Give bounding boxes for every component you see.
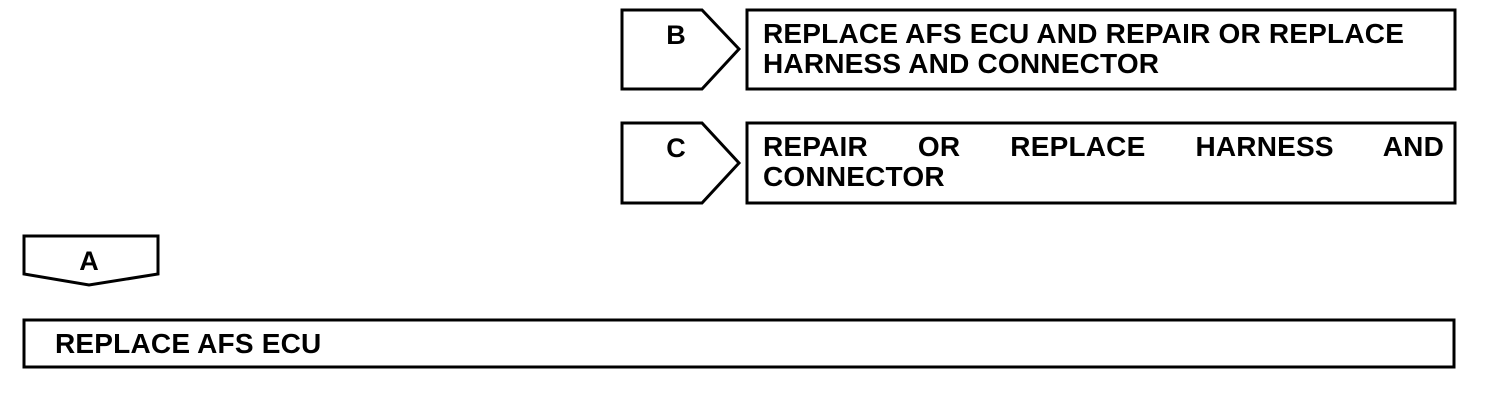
branch-b-arrow (620, 8, 742, 91)
branch-a-arrow (22, 234, 160, 287)
branch-a-result-box (22, 318, 1456, 369)
branch-b-result-box (745, 8, 1457, 91)
branch-c-arrow (620, 121, 742, 205)
branch-b-label: B (666, 20, 686, 50)
branch-c-result-text: REPAIR OR REPLACE HARNESS AND CONNECTOR (763, 131, 1444, 192)
branch-a-label: A (79, 246, 99, 276)
branch-b-result-text: REPLACE AFS ECU AND REPAIR OR REPLACE HA… (763, 18, 1405, 79)
branch-c-label: C (666, 133, 686, 163)
branch-a-result-text: REPLACE AFS ECU (55, 328, 322, 359)
branch-c-result-box (745, 121, 1457, 205)
